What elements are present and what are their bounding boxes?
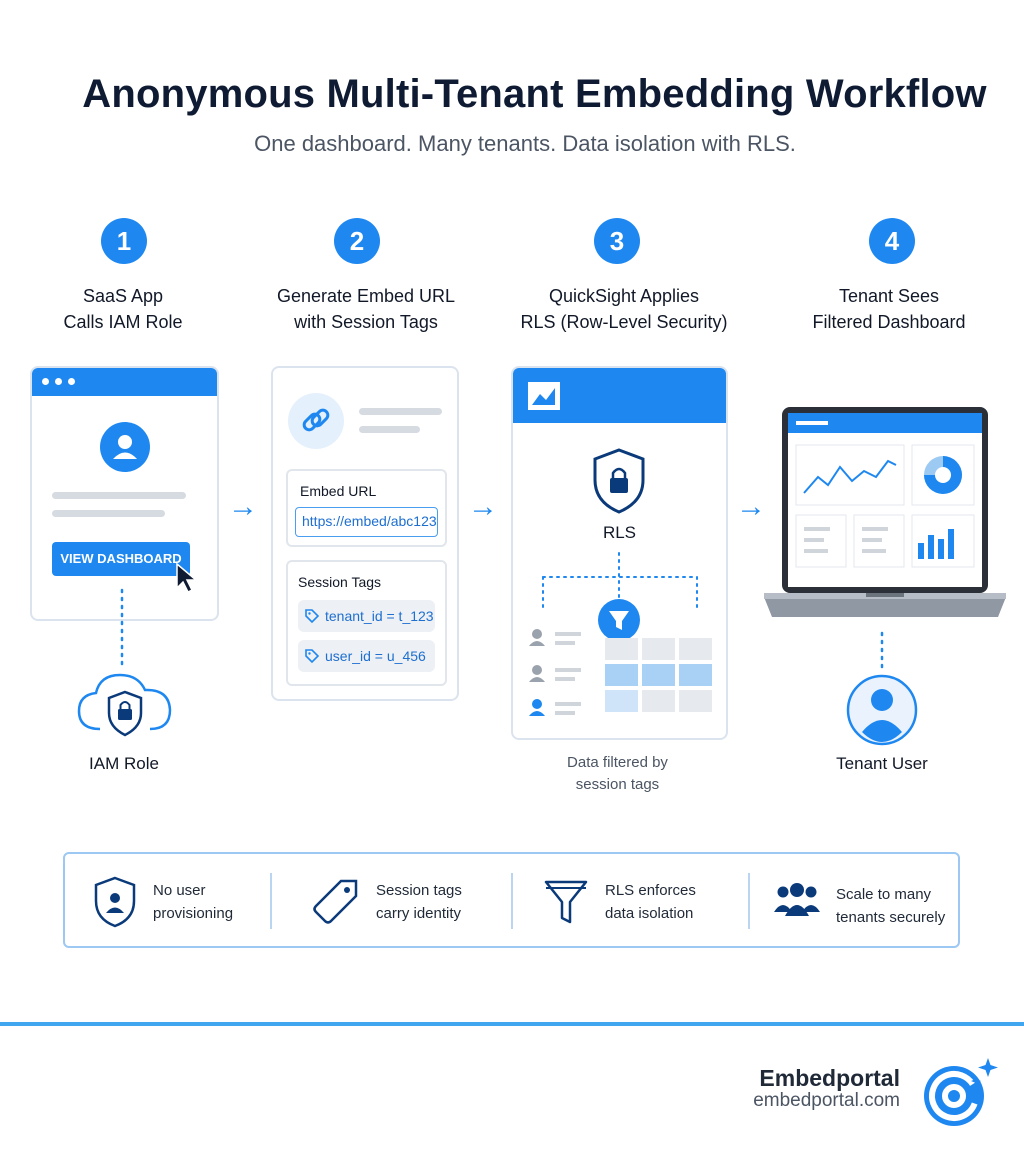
cloud-lock-icon	[77, 673, 172, 737]
session-tag-user-text: user_id = u_456	[325, 648, 426, 664]
embed-url-section: Embed URL https://embed/abc123	[286, 469, 447, 547]
step-2-label: Generate Embed URL with Session Tags	[246, 283, 486, 335]
arrow-right-icon: →	[228, 490, 258, 523]
embed-url-card: Embed URL https://embed/abc123 Session T…	[271, 366, 459, 701]
step-1-number: 1	[101, 218, 147, 264]
connector-line	[880, 631, 884, 672]
embedportal-logo-icon	[924, 1058, 998, 1126]
feature-1-line1: No user	[153, 882, 206, 899]
step-1-label: SaaS App Calls IAM Role	[3, 283, 243, 335]
feature-divider	[748, 873, 750, 929]
laptop-dashboard-illustration	[764, 407, 1006, 617]
feature-divider	[511, 873, 513, 929]
step-3-number: 3	[594, 218, 640, 264]
grid-cell	[642, 638, 675, 660]
step-4-line2: Filtered Dashboard	[812, 312, 966, 332]
feature-3-line1: RLS enforces	[605, 882, 696, 899]
tag-icon	[313, 879, 358, 924]
rls-caption-line1: Data filtered by	[567, 754, 668, 771]
step-4-label: Tenant Sees Filtered Dashboard	[769, 283, 1009, 335]
window-dot-icon	[42, 378, 49, 385]
tag-icon	[305, 649, 320, 664]
brand-url[interactable]: embedportal.com	[753, 1090, 900, 1111]
feature-divider	[270, 873, 272, 929]
cursor-icon	[176, 562, 199, 594]
page-title: Anonymous Multi-Tenant Embedding Workflo…	[82, 72, 987, 116]
feature-3-text: RLS enforces data isolation	[605, 879, 696, 925]
arrow-right-icon: →	[736, 490, 766, 523]
rls-label: RLS	[602, 523, 637, 542]
link-icon	[288, 393, 344, 449]
chart-image-icon	[528, 382, 560, 410]
placeholder-line	[52, 510, 165, 517]
grid-cell	[642, 690, 675, 712]
tenant-user-label: Tenant User	[836, 754, 928, 773]
feature-1-text: No user provisioning	[153, 879, 233, 925]
saas-app-window: VIEW DASHBOARD	[30, 366, 219, 621]
grid-cell	[605, 664, 638, 686]
step-4-number: 4	[869, 218, 915, 264]
step-2-line1: Generate Embed URL	[276, 286, 456, 306]
group-icon	[774, 883, 820, 916]
footer-divider	[0, 1022, 1024, 1026]
filtered-data-grid	[605, 638, 713, 718]
feature-4-text: Scale to many tenants securely	[836, 883, 945, 929]
saas-window-titlebar	[32, 368, 217, 396]
feature-2-line1: Session tags	[376, 882, 462, 899]
feature-3-line2: data isolation	[605, 905, 694, 922]
placeholder-line	[359, 426, 420, 433]
iam-role-label: IAM Role	[89, 754, 159, 773]
window-dot-icon	[68, 378, 75, 385]
user-rows	[529, 629, 581, 716]
placeholder-line	[52, 492, 186, 499]
quicksight-header	[513, 368, 726, 423]
session-tag-tenant-text: tenant_id = t_123	[325, 608, 434, 624]
brand-name: Embedportal	[759, 1065, 900, 1091]
shield-user-icon	[94, 876, 136, 928]
step-3-line1: QuickSight Applies	[548, 286, 700, 306]
user-avatar-icon	[100, 422, 150, 472]
session-tag-user: user_id = u_456	[298, 640, 435, 672]
step-3-label: QuickSight Applies RLS (Row-Level Securi…	[504, 283, 744, 335]
feature-4-line2: tenants securely	[836, 909, 946, 926]
step-4-line1: Tenant Sees	[838, 286, 940, 306]
step-3-line2: RLS (Row-Level Security)	[520, 312, 728, 332]
features-panel: No user provisioning Session tags carry …	[63, 852, 960, 948]
feature-4-line1: Scale to many	[836, 886, 932, 903]
session-tags-section: Session Tags tenant_id = t_123 user_id =…	[286, 560, 447, 686]
step-1-line2: Calls IAM Role	[63, 312, 183, 332]
quicksight-rls-card: RLS	[511, 366, 728, 740]
filter-funnel-icon	[598, 599, 640, 641]
session-tags-heading: Session Tags	[298, 574, 382, 590]
view-dashboard-button[interactable]: VIEW DASHBOARD	[52, 542, 190, 576]
connector-line	[120, 588, 124, 668]
arrow-right-icon: →	[468, 490, 498, 523]
grid-cell	[679, 664, 712, 686]
shield-lock-icon	[593, 448, 645, 514]
funnel-icon	[544, 880, 588, 924]
grid-cell	[605, 638, 638, 660]
tag-icon	[305, 609, 320, 624]
step-1-line1: SaaS App	[82, 286, 164, 306]
grid-cell	[642, 664, 675, 686]
window-dot-icon	[55, 378, 62, 385]
feature-1-line2: provisioning	[153, 905, 234, 922]
tenant-user-icon	[846, 674, 918, 746]
grid-cell	[679, 638, 712, 660]
step-2-number: 2	[334, 218, 380, 264]
rls-caption: Data filtered by session tags	[520, 752, 715, 796]
rls-caption-line2: session tags	[575, 776, 660, 793]
placeholder-line	[359, 408, 442, 415]
grid-cell	[605, 690, 638, 712]
embed-url-heading: Embed URL	[300, 483, 377, 499]
embed-url-field[interactable]: https://embed/abc123	[295, 507, 438, 537]
feature-2-line2: carry identity	[376, 905, 462, 922]
page-subtitle: One dashboard. Many tenants. Data isolat…	[254, 131, 796, 156]
grid-cell	[679, 690, 712, 712]
feature-2-text: Session tags carry identity	[376, 879, 462, 925]
session-tag-tenant: tenant_id = t_123	[298, 600, 435, 632]
rls-connector-lines	[542, 552, 698, 610]
step-2-line2: with Session Tags	[294, 312, 438, 332]
